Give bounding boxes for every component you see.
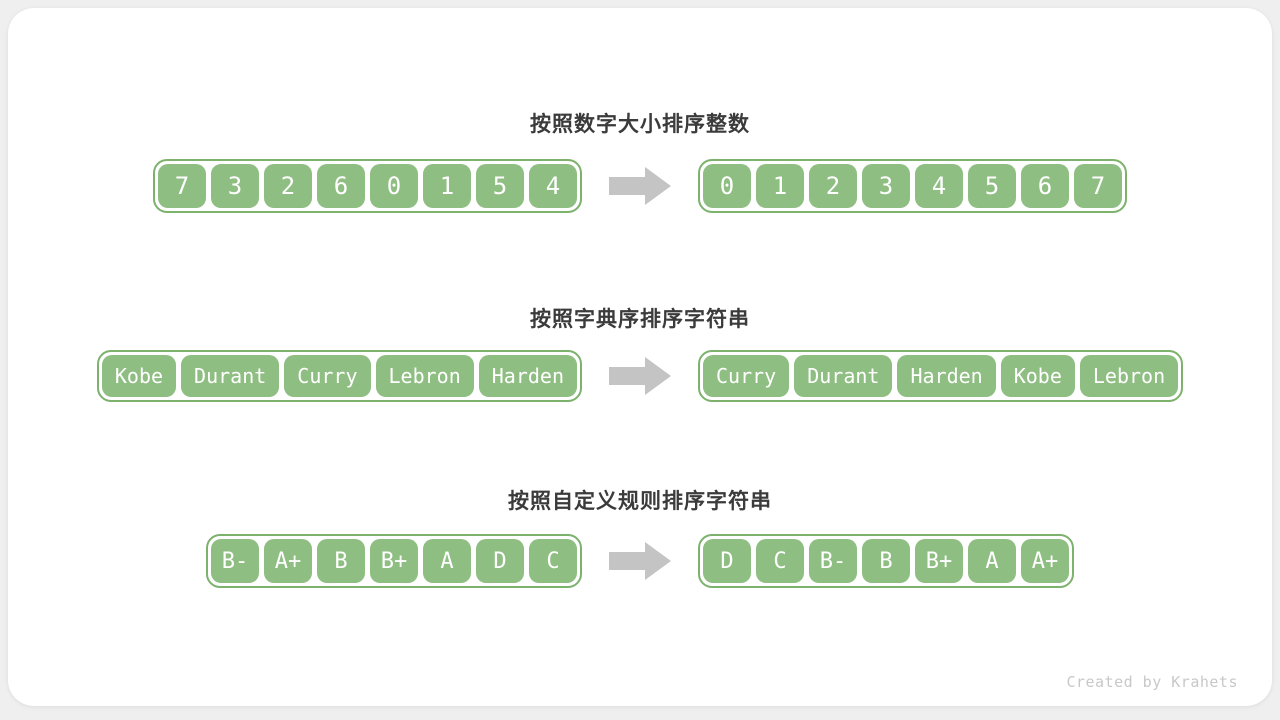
array-cell: 5 xyxy=(476,164,524,208)
array-cell: A+ xyxy=(264,539,312,583)
array-cell: D xyxy=(703,539,751,583)
array-cell: Kobe xyxy=(101,355,177,397)
array-cell: Harden xyxy=(897,355,996,397)
array-cell: A xyxy=(968,539,1016,583)
array-cell: B+ xyxy=(915,539,963,583)
array-cell: 6 xyxy=(1021,164,1069,208)
array-cell: 1 xyxy=(756,164,804,208)
section-title-sort-lexicographic: 按照字典序排序字符串 xyxy=(530,308,750,331)
array-cell: Harden xyxy=(478,355,577,397)
array-cell: Curry xyxy=(284,355,371,397)
array-cell: 7 xyxy=(1074,164,1122,208)
arrow-right-icon xyxy=(609,356,671,396)
array-cell: C xyxy=(756,539,804,583)
array-cell: 7 xyxy=(158,164,206,208)
array-cell: 2 xyxy=(809,164,857,208)
section-title-sort-integers: 按照数字大小排序整数 xyxy=(530,113,750,136)
array-cell: 1 xyxy=(423,164,471,208)
array-cell: 0 xyxy=(370,164,418,208)
section-title-sort-custom: 按照自定义规则排序字符串 xyxy=(508,490,772,513)
array-cell: Lebron xyxy=(375,355,474,397)
array-cell: B xyxy=(862,539,910,583)
array-cell: A xyxy=(423,539,471,583)
array-cell: 2 xyxy=(264,164,312,208)
array-cell: 6 xyxy=(317,164,365,208)
array-cell: Kobe xyxy=(1000,355,1075,397)
array-cell: Curry xyxy=(703,355,790,397)
array-cell: Durant xyxy=(181,355,280,397)
array-cell: B+ xyxy=(370,539,418,583)
array-cell: 0 xyxy=(703,164,751,208)
arrow-right-icon xyxy=(609,541,671,581)
array-cell: D xyxy=(476,539,524,583)
array-cell: Lebron xyxy=(1079,355,1179,397)
array-cell: 3 xyxy=(211,164,259,208)
arrow-right-icon xyxy=(609,166,671,206)
array-cell: B- xyxy=(211,539,259,583)
array-cell: C xyxy=(529,539,577,583)
array-cell: B- xyxy=(809,539,857,583)
array-cell: Durant xyxy=(794,355,893,397)
array-cell: 4 xyxy=(529,164,577,208)
array-cell: 5 xyxy=(968,164,1016,208)
credit-text: Created by Krahets xyxy=(1066,673,1238,691)
array-cell: 4 xyxy=(915,164,963,208)
array-cell: B xyxy=(317,539,365,583)
array-cell: A+ xyxy=(1021,539,1069,583)
array-cell: 3 xyxy=(862,164,910,208)
